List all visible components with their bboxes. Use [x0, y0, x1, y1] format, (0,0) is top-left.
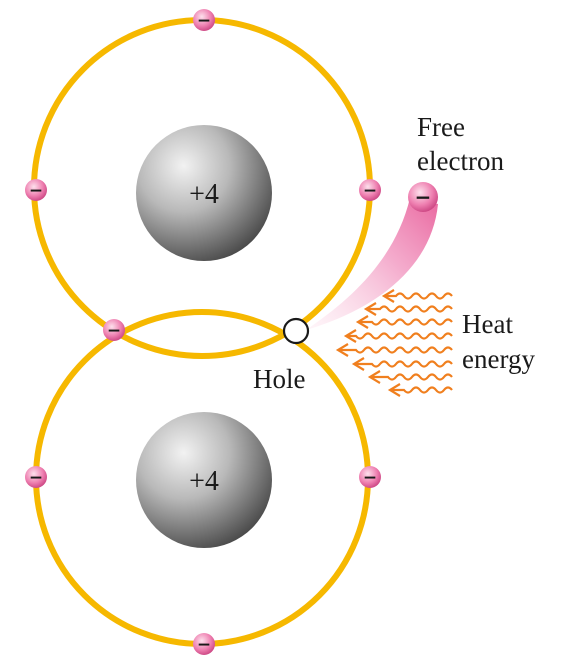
electron-sign: −: [107, 321, 121, 341]
electron: −: [25, 179, 47, 201]
bottom-nucleus-charge: +4: [189, 466, 219, 497]
hole: [284, 319, 308, 343]
heat-arrow: [338, 344, 452, 356]
heat-arrow: [384, 290, 452, 302]
top-nucleus: +4: [136, 125, 272, 261]
heat-energy-label-line2: energy: [462, 344, 535, 374]
electron-sign: −: [363, 468, 377, 488]
electron-sign: −: [29, 468, 43, 488]
free-electron-label-line1: Free: [417, 112, 465, 142]
free-electron-label-line2: electron: [417, 146, 504, 176]
electron: −: [103, 319, 125, 341]
heat-arrow: [358, 316, 452, 328]
heat-energy-label-line1: Heat: [462, 309, 513, 339]
free-electron: −: [408, 182, 438, 212]
heat-arrow: [390, 384, 452, 396]
electron: −: [193, 9, 215, 31]
top-nucleus-charge: +4: [189, 179, 219, 210]
electron-sign: −: [363, 181, 377, 201]
electron-sign: −: [197, 635, 211, 655]
heat-arrow: [354, 358, 452, 370]
bottom-nucleus: +4: [136, 412, 272, 548]
electron: −: [25, 466, 47, 488]
electron: −: [359, 179, 381, 201]
heat-arrow: [370, 371, 452, 383]
electron: −: [359, 466, 381, 488]
free-electron-sign: −: [415, 185, 432, 209]
heat-arrow: [366, 303, 452, 315]
heat-arrow: [346, 330, 452, 342]
electron-sign: −: [29, 181, 43, 201]
hole-label: Hole: [253, 364, 306, 394]
electron: −: [193, 633, 215, 655]
electron-sign: −: [197, 11, 211, 31]
free-electron-trail: [306, 198, 438, 330]
